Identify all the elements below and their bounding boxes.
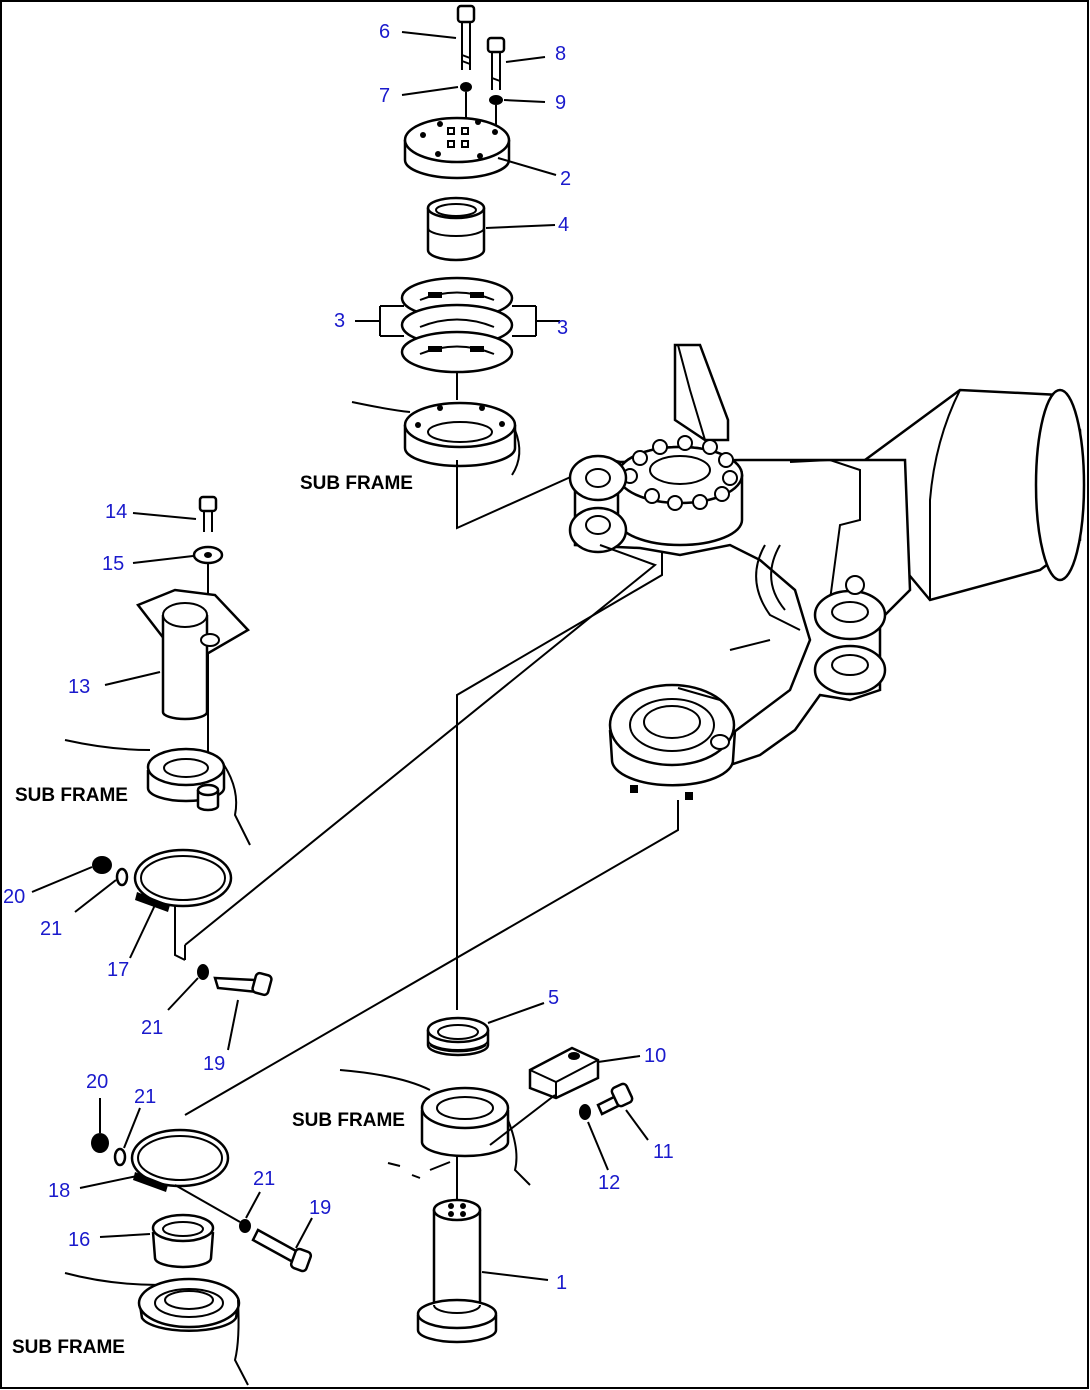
bolt-11 — [596, 1082, 634, 1116]
washer-21d — [239, 1219, 251, 1233]
sub-frame-housing-lower-left — [64, 1272, 249, 1386]
pin-1 — [416, 1198, 498, 1344]
callout-21-upper-left: 21 — [40, 918, 62, 940]
callout-19-upper: 19 — [203, 1053, 225, 1075]
seal-5 — [426, 1016, 490, 1057]
callout-9: 9 — [555, 92, 566, 114]
callout-2: 2 — [560, 168, 571, 190]
callout-21-lower-left: 21 — [134, 1086, 156, 1108]
washer-7 — [460, 82, 472, 92]
axle-housing — [568, 343, 1086, 800]
nut-20b — [91, 1133, 109, 1153]
callout-8: 8 — [555, 43, 566, 65]
ring-17 — [133, 848, 233, 961]
pin-13 — [136, 588, 250, 721]
callout-20-upper: 20 — [3, 886, 25, 908]
callout-13: 13 — [68, 676, 90, 698]
nut-20a — [92, 856, 112, 874]
washer-12 — [579, 1104, 591, 1120]
bracket-10 — [489, 1046, 600, 1146]
ring-18 — [130, 1128, 230, 1192]
leader-lines — [31, 31, 649, 1281]
bolt-6 — [456, 4, 476, 70]
bushing-4 — [426, 196, 486, 262]
callout-21-upper-bolt: 21 — [141, 1017, 163, 1039]
bolt-14 — [198, 495, 218, 532]
callout-7: 7 — [379, 85, 390, 107]
callout-16: 16 — [68, 1229, 90, 1251]
callout-3-left: 3 — [334, 310, 345, 332]
washer-21b — [197, 964, 209, 980]
sub-frame-housing-top — [351, 401, 521, 476]
callout-6: 6 — [379, 21, 390, 43]
callout-5: 5 — [548, 987, 559, 1009]
sub-frame-label-bottom: SUB FRAME — [12, 1337, 125, 1358]
callout-18: 18 — [48, 1180, 70, 1202]
callout-19-lower: 19 — [309, 1197, 331, 1219]
bolt-8 — [486, 36, 506, 90]
callout-1: 1 — [556, 1272, 567, 1294]
shims-3 — [400, 276, 514, 400]
cover-plate-2 — [403, 116, 511, 180]
callout-10: 10 — [644, 1045, 666, 1067]
callout-3-right: 3 — [557, 317, 568, 339]
bushing-16 — [151, 1213, 215, 1269]
bolt-19b — [251, 1228, 313, 1273]
washer-9 — [489, 95, 503, 105]
callout-14: 14 — [105, 501, 127, 523]
sub-frame-housing-left — [64, 739, 251, 846]
callout-12: 12 — [598, 1172, 620, 1194]
leader-3b — [512, 305, 560, 337]
callout-20-lower: 20 — [86, 1071, 108, 1093]
sub-frame-housing-lower — [339, 1069, 531, 1200]
sub-frame-label-lower: SUB FRAME — [292, 1110, 405, 1131]
bolt-19a — [213, 971, 273, 997]
callout-21-lower-bolt: 21 — [253, 1168, 275, 1190]
leader-3a — [355, 305, 404, 337]
callout-4: 4 — [558, 214, 569, 236]
sub-frame-label-top: SUB FRAME — [300, 473, 413, 494]
callout-15: 15 — [102, 553, 124, 575]
callout-17: 17 — [107, 959, 129, 981]
washer-21a — [115, 867, 129, 887]
callout-11: 11 — [653, 1141, 674, 1163]
washer-21c — [113, 1147, 127, 1167]
sub-frame-label-left: SUB FRAME — [15, 785, 128, 806]
